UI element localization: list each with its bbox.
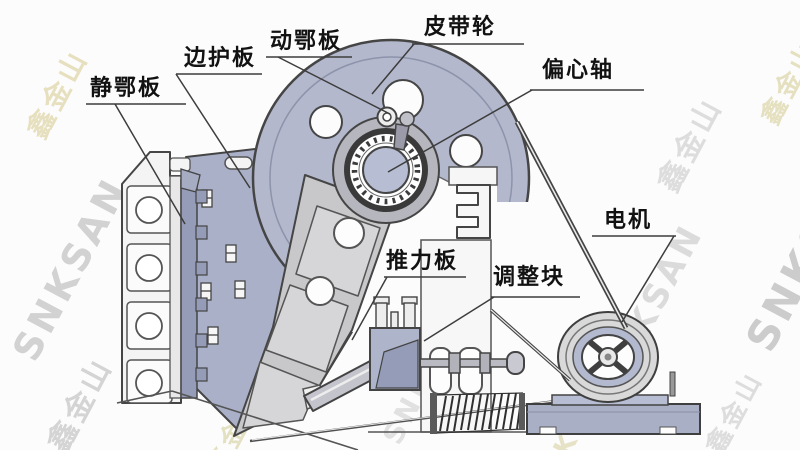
adjusting-rod — [417, 351, 525, 375]
leader-line — [114, 43, 675, 342]
eccentric-bearing — [344, 128, 428, 212]
v-belt — [489, 120, 629, 382]
tension-spring-icon — [430, 392, 525, 434]
static-jaw-assembly — [121, 151, 208, 404]
label-belt-wheel: 皮带轮 — [424, 15, 497, 40]
frame-bracket — [448, 166, 498, 239]
tie-rod — [249, 399, 557, 443]
motor — [526, 311, 701, 435]
label-eccentric-shaft: 偏心轴 — [542, 58, 615, 83]
pitman-hole — [305, 276, 335, 306]
pitman-hole — [333, 217, 365, 249]
static-jaw-die — [169, 168, 208, 399]
grease-fitting-icon — [376, 106, 415, 151]
label-underline — [86, 43, 676, 298]
label-side-guard-plate: 边护板 — [184, 46, 257, 71]
label-moving-jaw-plate: 动鄂板 — [270, 29, 343, 54]
label-motor: 电机 — [604, 208, 653, 233]
flywheel-hole — [309, 105, 343, 139]
label-thrust-plate: 推力板 — [386, 249, 459, 274]
label-static-jaw-plate: 静鄂板 — [90, 76, 163, 101]
motor-pulley — [557, 311, 659, 403]
adjustment-block — [369, 296, 421, 391]
jaw-bolt-hole — [135, 196, 163, 397]
label-adjustment-block: 调整块 — [493, 265, 566, 290]
